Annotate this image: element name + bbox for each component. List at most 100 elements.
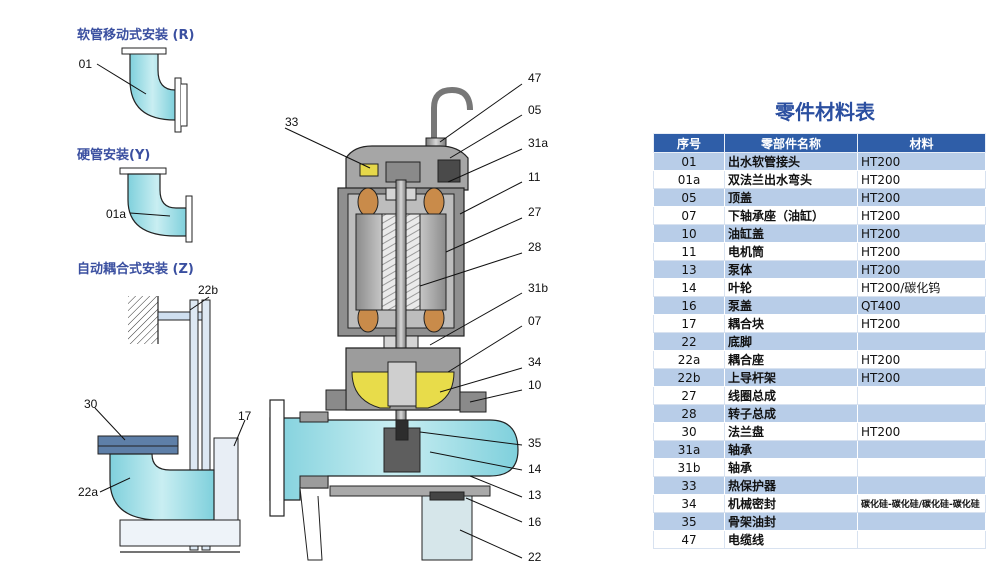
part-material: HT200 [857, 224, 986, 243]
table-row: 07 下轴承座（油缸） HT200 [653, 206, 986, 225]
part-number: 22b [653, 368, 725, 387]
pump-body-illustration [269, 86, 519, 561]
part-number: 34 [653, 494, 725, 513]
part-name: 油缸盖 [724, 224, 858, 243]
header-material: 材料 [857, 133, 986, 153]
table-row: 11 电机筒 HT200 [653, 242, 986, 261]
table-row: 01 出水软管接头 HT200 [653, 152, 986, 171]
part-material: HT200 [857, 368, 986, 387]
part-number: 30 [653, 422, 725, 441]
callout-47: 47 [528, 71, 542, 85]
part-name: 轴承 [724, 458, 858, 477]
table-row: 05 顶盖 HT200 [653, 188, 986, 207]
part-material: HT200 [857, 350, 986, 369]
part-number: 33 [653, 476, 725, 495]
table-header-row: 序号 零部件名称 材料 [653, 133, 986, 153]
part-name: 线圈总成 [724, 386, 858, 405]
callout-22a: 22a [78, 485, 98, 499]
part-material [857, 512, 986, 531]
auto-coupling-illustration [97, 296, 241, 553]
part-number: 22 [653, 332, 725, 351]
part-name: 下轴承座（油缸） [724, 206, 858, 225]
callout-01a: 01a [106, 207, 126, 221]
part-name: 热保护器 [724, 476, 858, 495]
part-number: 16 [653, 296, 725, 315]
callout-35: 35 [528, 436, 542, 450]
hose-elbow-illustration [121, 47, 188, 133]
header-number: 序号 [653, 133, 725, 153]
callout-31b: 31b [528, 281, 548, 295]
part-number: 07 [653, 206, 725, 225]
part-material [857, 530, 986, 549]
part-name: 上导杆架 [724, 368, 858, 387]
callout-28: 28 [528, 240, 542, 254]
part-name: 轴承 [724, 440, 858, 459]
part-name: 耦合座 [724, 350, 858, 369]
part-name: 顶盖 [724, 188, 858, 207]
part-number: 01a [653, 170, 725, 189]
part-name: 电机筒 [724, 242, 858, 261]
part-material: HT200 [857, 260, 986, 279]
part-material [857, 404, 986, 423]
callout-33: 33 [285, 115, 299, 129]
table-row: 35 骨架油封 [653, 512, 986, 531]
callout-27: 27 [528, 205, 542, 219]
part-material: HT200 [857, 170, 986, 189]
table-row: 28 转子总成 [653, 404, 986, 423]
part-material: QT400 [857, 296, 986, 315]
part-material [857, 386, 986, 405]
callout-14: 14 [528, 462, 542, 476]
part-material [857, 458, 986, 477]
part-number: 31b [653, 458, 725, 477]
part-number: 31a [653, 440, 725, 459]
table-row: 47 电缆线 [653, 530, 986, 549]
part-name: 电缆线 [724, 530, 858, 549]
part-material: HT200 [857, 188, 986, 207]
table-row: 22a 耦合座 HT200 [653, 350, 986, 369]
part-name: 叶轮 [724, 278, 858, 297]
header-part-name: 零部件名称 [724, 133, 858, 153]
part-name: 出水软管接头 [724, 152, 858, 171]
parts-material-table: 序号 零部件名称 材料 01 出水软管接头 HT200 01a 双法兰出水弯头 … [653, 133, 986, 549]
table-row: 30 法兰盘 HT200 [653, 422, 986, 441]
part-material: 碳化硅-碳化硅/碳化硅-碳化硅 [857, 494, 986, 513]
part-name: 骨架油封 [724, 512, 858, 531]
table-row: 13 泵体 HT200 [653, 260, 986, 279]
part-material [857, 476, 986, 495]
table-row: 31a 轴承 [653, 440, 986, 459]
pump-cross-section-diagram: 01 01a 22b 30 17 22a [78, 47, 548, 564]
part-number: 14 [653, 278, 725, 297]
part-name: 法兰盘 [724, 422, 858, 441]
table-row: 22b 上导杆架 HT200 [653, 368, 986, 387]
part-material: HT200 [857, 314, 986, 333]
hard-pipe-elbow-illustration [119, 167, 193, 243]
part-number: 22a [653, 350, 725, 369]
callout-34: 34 [528, 355, 542, 369]
callout-07: 07 [528, 314, 542, 328]
part-number: 28 [653, 404, 725, 423]
hard-pipe-install-label: 硬管安装(Y) [77, 148, 151, 163]
table-row: 16 泵盖 QT400 [653, 296, 986, 315]
part-name: 机械密封 [724, 494, 858, 513]
part-number: 01 [653, 152, 725, 171]
table-row: 10 油缸盖 HT200 [653, 224, 986, 243]
callout-30: 30 [84, 397, 98, 411]
part-number: 10 [653, 224, 725, 243]
part-number: 35 [653, 512, 725, 531]
callout-13: 13 [528, 488, 542, 502]
part-name: 底脚 [724, 332, 858, 351]
part-name: 泵体 [724, 260, 858, 279]
part-material: HT200/碳化钨 [857, 278, 986, 297]
part-number: 17 [653, 314, 725, 333]
part-material [857, 332, 986, 351]
table-row: 01a 双法兰出水弯头 HT200 [653, 170, 986, 189]
pump-callout-lines [284, 83, 523, 559]
table-row: 33 热保护器 [653, 476, 986, 495]
part-name: 耦合块 [724, 314, 858, 333]
part-number: 05 [653, 188, 725, 207]
callout-16: 16 [528, 515, 542, 529]
part-material [857, 440, 986, 459]
table-row: 31b 轴承 [653, 458, 986, 477]
callout-05: 05 [528, 103, 542, 117]
part-material: HT200 [857, 242, 986, 261]
